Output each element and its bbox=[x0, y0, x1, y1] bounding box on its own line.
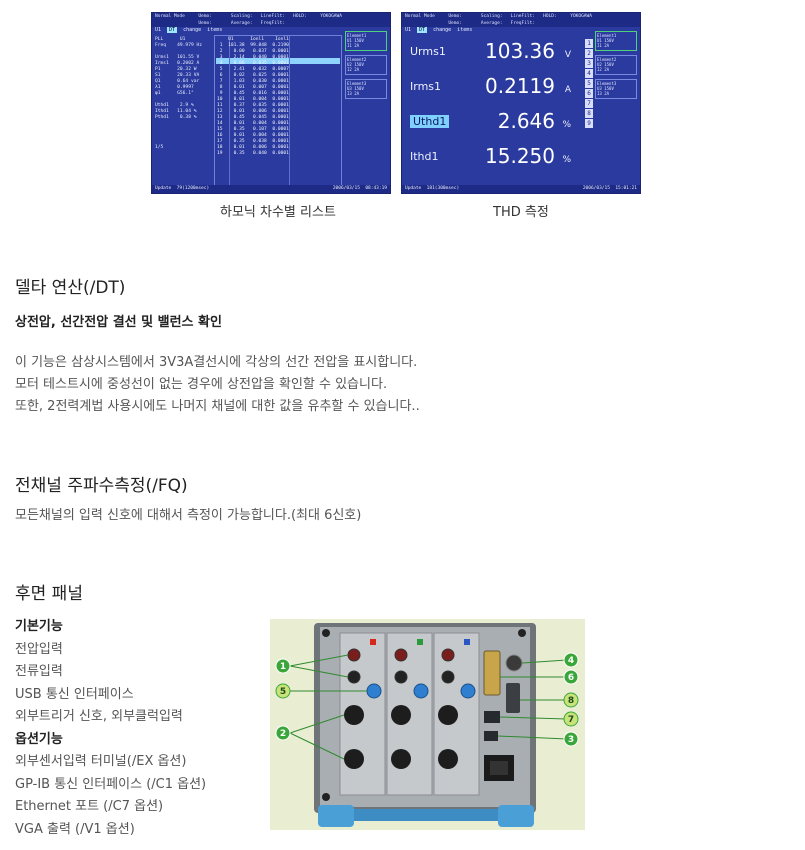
callout-2 bbox=[275, 725, 291, 741]
option-item: Ethernet 포트 (/C7 옵션) bbox=[15, 799, 164, 814]
callout-4 bbox=[563, 652, 579, 668]
callout-1 bbox=[275, 658, 291, 674]
thd-row-ithd: Ithd1 15.250 % bbox=[410, 142, 585, 172]
column-divider bbox=[289, 36, 290, 186]
screen-footer: Update 181(300msec)2006/03/15 15:01:21 bbox=[402, 185, 640, 193]
callout-2-label: 2 bbox=[280, 729, 286, 739]
harmonic-table: U1 Ionl1 Ionl1 1 101.38 99.848 0.2190 2 … bbox=[214, 35, 342, 187]
callout-6-label: 6 bbox=[568, 673, 574, 683]
basic-item: 전류입력 bbox=[15, 664, 63, 679]
rear-feature-list: 기본기능 전압입력 전류입력 USB 통신 인터페이스 외부트리거 신호, 외부… bbox=[15, 616, 206, 841]
screen-tabs: U1 DT change items bbox=[405, 27, 473, 33]
rear-title: 후면 패널 bbox=[15, 584, 83, 604]
screen-tabs: U1 DT change items bbox=[155, 27, 223, 33]
ladder-item: 9 bbox=[585, 119, 593, 128]
delta-line-3: 또한, 2전력계법 사용시에도 나머지 채널에 대한 값을 유추할 수 있습니다… bbox=[15, 399, 420, 414]
row-value: 0.2119 bbox=[485, 74, 555, 98]
ladder-item: 2 bbox=[585, 49, 593, 58]
row-unit: % bbox=[562, 155, 571, 165]
selected-row bbox=[216, 58, 340, 64]
screen-footer: Update 79(1200msec)2006/03/15 08:43:19 bbox=[152, 185, 390, 193]
screen-header: Normal Mode Uemo: Scaling: LineFilt: HOL… bbox=[152, 13, 390, 27]
callout-7 bbox=[563, 711, 579, 727]
delta-line-2: 모터 테스트시에 중성선이 없는 경우에 상전압을 확인할 수 있습니다. bbox=[15, 377, 388, 392]
option-item: GP-IB 통신 인터페이스 (/C1 옵션) bbox=[15, 776, 207, 792]
callout-7-label: 7 bbox=[568, 715, 574, 725]
row-label: Uthd1 bbox=[410, 115, 450, 128]
thd-row-uthd: Uthd1 2.646 % bbox=[410, 107, 585, 137]
callout-6 bbox=[563, 669, 579, 685]
callout-1-label: 1 bbox=[280, 662, 286, 672]
harmonic-table-values: U1 Ionl1 Ionl1 1 101.38 99.848 0.2190 2 … bbox=[217, 37, 289, 156]
item-number-ladder: 1 2 3 4 5 6 7 8 9 bbox=[585, 39, 595, 129]
freq-line: 모든채널의 입력 신호에 대해서 측정이 가능합니다.(최대 6신호) bbox=[15, 508, 362, 523]
option-functions-heading: 옵션기능 bbox=[15, 731, 63, 747]
screen-header: Normal Mode Uemo: Scaling: LineFilt: HOL… bbox=[402, 13, 640, 27]
ladder-item: 7 bbox=[585, 99, 593, 108]
delta-line-1: 이 기능은 삼상시스템에서 3V3A결선시에 각상의 선간 전압을 표시합니다. bbox=[15, 355, 418, 370]
row-label: Ithd1 bbox=[410, 150, 439, 163]
ladder-item: 4 bbox=[585, 69, 593, 78]
measurement-summary: PLL U1 Freq 49.979 Hz Urms1 101.55 V Irm… bbox=[155, 37, 203, 120]
harmonic-caption: 하모닉 차수별 리스트 bbox=[220, 205, 336, 220]
callout-8 bbox=[563, 692, 579, 708]
ladder-item: 5 bbox=[585, 79, 593, 88]
row-label: Urms1 bbox=[410, 45, 446, 58]
basic-item: 전압입력 bbox=[15, 641, 63, 657]
rear-panel-photo: 1 2 5 4 6 8 7 3 bbox=[270, 619, 585, 830]
thd-caption: THD 측정 bbox=[493, 205, 549, 220]
column-divider bbox=[229, 36, 230, 186]
basic-item: 외부트리거 신호, 외부클럭입력 bbox=[15, 709, 183, 724]
row-unit: % bbox=[562, 120, 571, 130]
row-unit: A bbox=[564, 85, 571, 95]
option-item: 외부센서입력 터미널(/EX 옵션) bbox=[15, 754, 187, 769]
thd-screenshot: Normal Mode Uemo: Scaling: LineFilt: HOL… bbox=[401, 12, 641, 194]
freq-title: 전채널 주파수측정(/FQ) bbox=[15, 476, 188, 496]
rear-panel-illustration: 1 2 5 4 6 8 7 3 bbox=[270, 619, 585, 830]
row-value: 15.250 bbox=[485, 144, 555, 168]
callout-3 bbox=[563, 731, 579, 747]
page-indicator: 1/5 bbox=[155, 145, 164, 150]
row-unit: V bbox=[564, 50, 571, 60]
callout-4-label: 4 bbox=[568, 656, 574, 666]
option-item: VGA 출력 (/V1 옵션) bbox=[15, 821, 135, 837]
delta-title: 델타 연산(/DT) bbox=[15, 278, 126, 298]
thd-row-irms: Irms1 0.2119 A bbox=[410, 72, 585, 102]
harmonic-list-screenshot: Normal Mode Uemo: Scaling: LineFilt: HOL… bbox=[151, 12, 391, 194]
ladder-item: 8 bbox=[585, 109, 593, 118]
callout-8-label: 8 bbox=[568, 696, 574, 706]
thd-row-urms: Urms1 103.36 V bbox=[410, 37, 585, 67]
row-value: 103.36 bbox=[485, 39, 555, 63]
basic-functions-heading: 기본기능 bbox=[15, 619, 63, 634]
callout-5-label: 5 bbox=[280, 687, 286, 697]
delta-subtitle: 상전압, 선간전압 결선 및 밸런스 확인 bbox=[15, 315, 222, 330]
ladder-item: 6 bbox=[585, 89, 593, 98]
callout-3-label: 3 bbox=[568, 735, 574, 745]
row-value: 2.646 bbox=[497, 109, 555, 133]
callout-5 bbox=[275, 683, 291, 699]
ladder-item: 3 bbox=[585, 59, 593, 68]
basic-item: USB 통신 인터페이스 bbox=[15, 686, 134, 702]
row-label: Irms1 bbox=[410, 80, 442, 93]
ladder-item: 1 bbox=[585, 39, 593, 48]
